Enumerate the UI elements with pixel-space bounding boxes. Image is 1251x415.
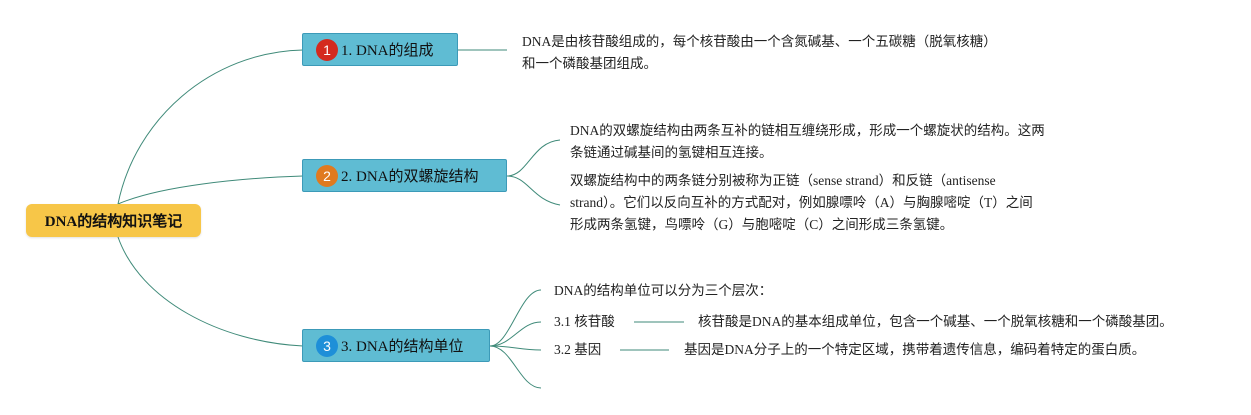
topic-node-1[interactable]: 1 1. DNA的组成: [302, 33, 458, 66]
root-node[interactable]: DNA的结构知识笔记: [26, 204, 201, 237]
topic2-detail-2: 双螺旋结构中的两条链分别被称为正链（sense strand）和反链（antis…: [570, 170, 1033, 236]
topic-label-1: 1. DNA的组成: [341, 43, 434, 59]
topic-node-3[interactable]: 3 3. DNA的结构单位: [302, 329, 490, 362]
subtopic-3-2[interactable]: 3.2 基因: [554, 342, 602, 357]
number-badge-1: 1: [316, 38, 338, 61]
topic-label-2: 2. DNA的双螺旋结构: [341, 169, 479, 185]
topic1-detail-line-1: DNA是由核苷酸组成的，每个核苷酸由一个含氮碱基、一个五碳糖（脱氧核糖）: [522, 34, 997, 49]
connector-topic3-sub1: [489, 321, 542, 347]
connector-root-topic2: [117, 175, 304, 205]
subtopic-3-1[interactable]: 3.1 核苷酸: [554, 314, 615, 329]
subtopic-3-1-detail: 核苷酸是DNA的基本组成单位，包含一个碱基、一个脱氧核糖和一个磷酸基团。: [698, 314, 1173, 329]
connector-topic2-detail2: [506, 175, 561, 206]
topic2-detail2-line-3: 形成两条氢键，鸟嘌呤（G）与胞嘧啶（C）之间形成三条氢键。: [570, 217, 954, 232]
topic-label-3: 3. DNA的结构单位: [341, 339, 464, 355]
connector-topic3-empty: [489, 345, 542, 389]
connector-root-topic1: [117, 49, 304, 205]
number-badge-2: 2: [316, 164, 338, 187]
topic2-detail-1: DNA的双螺旋结构由两条互补的链相互缠绕形成，形成一个螺旋状的结构。这两 条链通…: [570, 120, 1045, 164]
topic2-detail1-line-1: DNA的双螺旋结构由两条互补的链相互缠绕形成，形成一个螺旋状的结构。这两: [570, 123, 1045, 138]
subtopic-3-2-detail: 基因是DNA分子上的一个特定区域，携带着遗传信息，编码着特定的蛋白质。: [684, 342, 1146, 357]
connector-topic3-sub2: [489, 345, 542, 351]
connector-root-topic3: [117, 236, 304, 347]
topic2-detail2-line-2: strand）。它们以反向互补的方式配对，例如腺嘌呤（A）与胸腺嘧啶（T）之间: [570, 195, 1033, 210]
number-badge-3: 3: [316, 334, 338, 357]
topic1-detail: DNA是由核苷酸组成的，每个核苷酸由一个含氮碱基、一个五碳糖（脱氧核糖） 和一个…: [522, 31, 997, 75]
connector-topic2-detail1: [506, 139, 561, 177]
root-label: DNA的结构知识笔记: [44, 214, 183, 230]
topic2-detail2-line-1: 双螺旋结构中的两条链分别被称为正链（sense strand）和反链（antis…: [570, 173, 996, 188]
topic3-intro: DNA的结构单位可以分为三个层次：: [554, 283, 773, 298]
topic-node-2[interactable]: 2 2. DNA的双螺旋结构: [302, 159, 507, 192]
topic2-detail1-line-2: 条链通过碱基间的氢键相互连接。: [570, 145, 773, 160]
connector-topic3-intro: [489, 289, 542, 347]
topic1-detail-line-2: 和一个磷酸基团组成。: [522, 56, 657, 71]
